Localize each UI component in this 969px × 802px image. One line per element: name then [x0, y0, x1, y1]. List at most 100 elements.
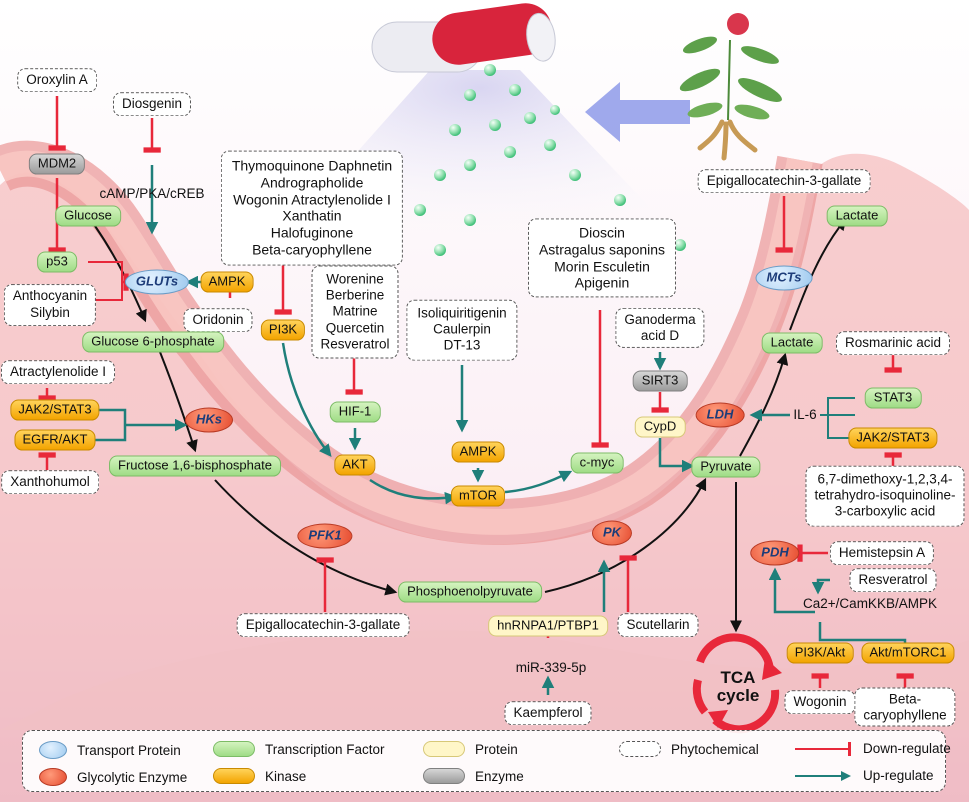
dioscin-line: Morin Esculetin [554, 258, 650, 274]
ampk-left: AMPK [200, 271, 254, 293]
thymo-line: Xanthatin [282, 208, 342, 224]
akt: AKT [334, 454, 376, 476]
legend-phyto: Phytochemical [619, 741, 759, 757]
dimethoxy-line: tetrahydro-isoquinoline- [814, 487, 956, 503]
worenine-group: Worenine Berberine Matrine Quercetin Res… [311, 265, 399, 359]
mir-339-5p: miR-339-5p [515, 660, 587, 676]
legend-label: Transport Protein [77, 742, 181, 758]
mcts: MCTs [755, 265, 813, 291]
egcg-bottom: Epigallocatechin-3-gallate [236, 613, 410, 637]
pi3k-akt: PI3K/Akt [786, 642, 854, 664]
legend-label: Glycolytic Enzyme [77, 769, 188, 785]
worenine-line: Matrine [332, 303, 378, 319]
hnrnpa1-ptbp1: hnRNPA1/PTBP1 [488, 615, 608, 637]
anthocyanin-silybin: Anthocyanin Silybin [3, 284, 97, 326]
dioscin-group: Dioscin Astragalus saponins Morin Escule… [527, 218, 677, 298]
mtor: mTOR [450, 485, 506, 507]
jak2-stat3-left: JAK2/STAT3 [10, 399, 100, 421]
ganoderma-line: acid D [640, 328, 680, 343]
glucose: Glucose [55, 205, 121, 227]
atractylenolide-i: Atractylenolide I [0, 360, 116, 384]
akt-mtorc1: Akt/mTORC1 [861, 642, 955, 664]
oridonin: Oridonin [183, 308, 253, 332]
pi3k: PI3K [260, 319, 306, 341]
fructose-1-6-bisphosphate: Fructose 1,6-bisphosphate [109, 455, 281, 477]
glucose-6-phosphate: Glucose 6-phosphate [82, 331, 224, 353]
c-myc: c-myc [570, 452, 624, 474]
legend-activate-line [795, 769, 853, 783]
diosgenin: Diosgenin [112, 92, 192, 116]
legend-label: Kinase [265, 768, 307, 784]
legend-label: Up-regulate [863, 768, 934, 783]
dimethoxy-compound: 6,7-dimethoxy-1,2,3,4- tetrahydro-isoqui… [805, 465, 965, 527]
thymo-line: Wogonin Atractylenolide I [233, 191, 391, 208]
rosmarinic-acid: Rosmarinic acid [835, 331, 951, 355]
hks: HKs [184, 407, 234, 433]
tca-cycle-arrows [692, 633, 782, 734]
dimethoxy-line: 6,7-dimethoxy-1,2,3,4- [817, 471, 953, 487]
worenine-line: Worenine [326, 271, 384, 287]
hemistepsin-a: Hemistepsin A [829, 541, 935, 565]
thymo-line: Beta-caryophyllene [252, 241, 372, 258]
oroxylin-a: Oroxylin A [17, 68, 97, 92]
legend: Transport Protein Glycolytic Enzyme Tran… [22, 730, 951, 792]
dimethoxy-line: 3-carboxylic acid [834, 504, 936, 520]
legend-up: Up-regulate [795, 768, 934, 783]
capsule-illustration [371, 3, 556, 73]
lactate-mid: Lactate [761, 332, 823, 354]
legend-swatch [619, 741, 661, 757]
legend-swatch [423, 741, 465, 757]
tca-cycle-label: TCA cycle [717, 669, 760, 705]
legend-swatch [39, 768, 67, 786]
legend-swatch [213, 768, 255, 784]
sirt3: SIRT3 [632, 370, 688, 392]
egcg-top: Epigallocatechin-3-gallate [697, 169, 871, 193]
glycolysis-flow [94, 218, 847, 633]
isoliq-line: DT-13 [443, 338, 481, 354]
thymo-line: Andrographolide [260, 174, 364, 191]
anthocyanin: Anthocyanin [12, 288, 88, 304]
isoliquiritigenin-group: Isoliquiritigenin Caulerpin DT-13 [406, 299, 518, 361]
thymoquinone-group: Thymoquinone Daphnetin Andrographolide W… [220, 150, 404, 266]
ampk-mid: AMPK [451, 441, 505, 463]
ldh: LDH [695, 402, 745, 428]
egfr-akt: EGFR/AKT [14, 429, 96, 451]
beta-car-line: Beta- [888, 691, 922, 707]
wogonin: Wogonin [784, 690, 856, 714]
legend-enzyme: Enzyme [423, 768, 524, 784]
lactate-top: Lactate [826, 205, 888, 227]
il-6: IL-6 [793, 407, 817, 423]
legend-transport: Transport Protein [39, 741, 181, 759]
ganoderma-line: Ganoderma [624, 311, 696, 327]
legend-glyco: Glycolytic Enzyme [39, 768, 187, 786]
tca-line: TCA [720, 668, 756, 688]
worenine-line: Resveratrol [320, 336, 390, 352]
ca2-camkkb-ampk: Ca2+/CamKKB/AMPK [803, 596, 937, 612]
cypd: CypD [634, 416, 686, 438]
legend-inhibit-line [795, 741, 853, 756]
resveratrol-right: Resveratrol [849, 568, 937, 592]
stat3: STAT3 [864, 387, 922, 409]
dioscin-line: Dioscin [579, 224, 625, 241]
pfk1: PFK1 [297, 523, 353, 549]
legend-swatch [39, 741, 67, 759]
legend-swatch [423, 768, 465, 784]
camp-pka-creb: cAMP/PKA/cREB [99, 186, 205, 202]
pdh: PDH [750, 540, 800, 566]
scutellarin: Scutellarin [617, 613, 699, 637]
isoliq-line: Caulerpin [433, 321, 491, 337]
isoliq-line: Isoliquiritigenin [417, 305, 507, 321]
beta-car-line: caryophyllene [863, 707, 947, 722]
mdm2: MDM2 [28, 153, 86, 175]
dioscin-line: Apigenin [574, 274, 630, 291]
thymo-line: Thymoquinone Daphnetin [231, 157, 393, 174]
p53: p53 [37, 251, 77, 273]
hif-1: HIF-1 [329, 401, 381, 423]
legend-label: Protein [475, 741, 518, 757]
legend-kinase: Kinase [213, 768, 306, 784]
ganoderma-acid-d: Ganoderma acid D [615, 307, 705, 349]
tca-line: cycle [716, 686, 760, 705]
worenine-line: Berberine [325, 287, 385, 303]
pyruvate: Pyruvate [691, 456, 761, 478]
